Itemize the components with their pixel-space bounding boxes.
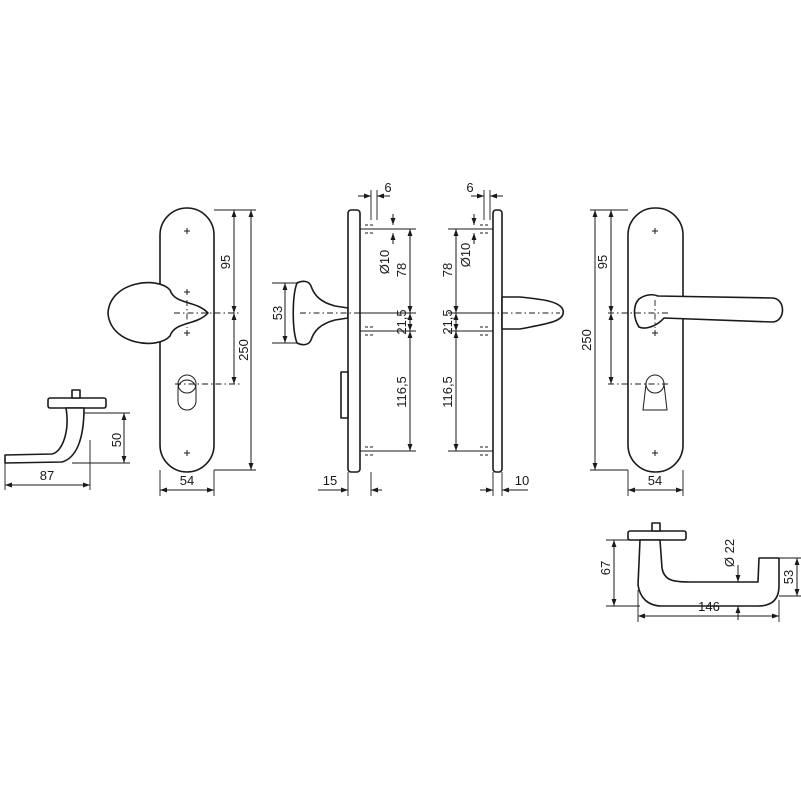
dim-knob-side-thickness: 15: [323, 473, 337, 488]
dim-lever-plate-to-center: 95: [595, 255, 610, 269]
dim-lever-side-height: 50: [109, 433, 124, 447]
dim-knob-side-lower: 116,5: [394, 376, 409, 408]
dim-lever-side-hole-diameter: Ø10: [458, 243, 473, 268]
dim-lever-top-length: 146: [698, 599, 720, 614]
lever-plate-side-view: 6 Ø10 78 21,5 116,5 10: [440, 180, 564, 496]
knob-side-view: 6 Ø10 78 21,5 116,5 53 15: [270, 180, 416, 496]
dim-knob-side-upper: 78: [394, 263, 409, 277]
dim-knob-side-hole-diameter: Ø10: [377, 250, 392, 275]
dim-lever-side-lower: 116,5: [440, 376, 455, 408]
dim-lever-plate-length: 250: [579, 329, 594, 351]
dim-knob-plate-to-center: 95: [218, 255, 233, 269]
dim-lever-side-thickness: 10: [515, 473, 529, 488]
knob-plate-front-view: 95 250 54: [107, 207, 256, 496]
dim-knob-plate-width: 54: [180, 473, 194, 488]
dim-lever-top-height: 67: [598, 561, 613, 575]
dim-lever-side-upper: 78: [440, 263, 455, 277]
dim-lever-side-width: 87: [40, 468, 54, 483]
dim-lever-plate-width: 54: [648, 473, 662, 488]
dim-knob-side-hole-offset: 6: [384, 180, 391, 195]
dim-knob-projection: 53: [270, 306, 285, 320]
dim-knob-side-mid: 21,5: [394, 309, 409, 334]
dim-knob-plate-length: 250: [236, 339, 251, 361]
lever-plate-front-view: 95 250 54: [579, 207, 784, 496]
dim-lever-grip-diameter: Ø 22: [722, 539, 737, 567]
dim-lever-top-drop: 53: [781, 570, 796, 584]
lever-top-view: 67 Ø 22 53 146: [598, 522, 801, 622]
lever-side-view: 50 87: [4, 389, 130, 490]
dim-lever-side-mid: 21,5: [440, 309, 455, 334]
dim-lever-side-hole-offset: 6: [466, 180, 473, 195]
